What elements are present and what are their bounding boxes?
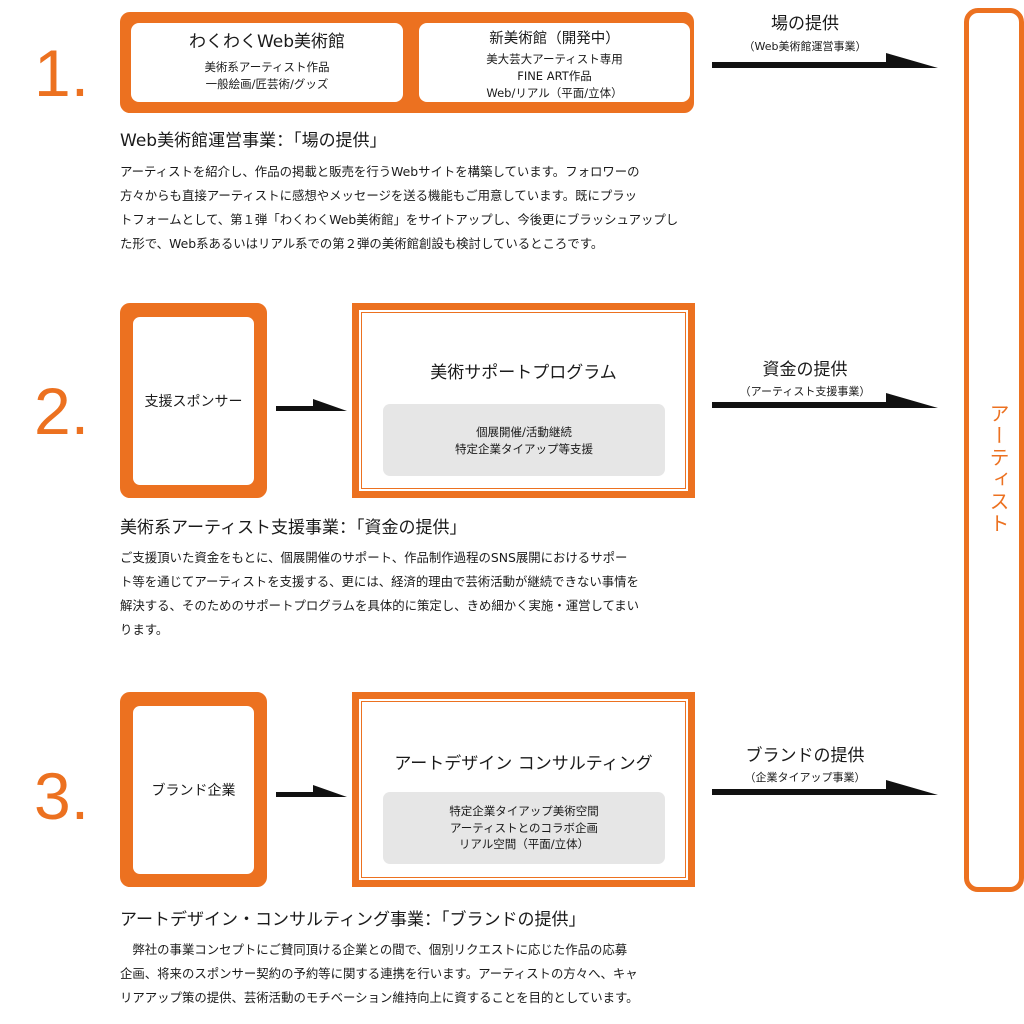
paragraph-line: アーティストを紹介し、作品の掲載と販売を行うWebサイトを構築しています。フォロ… (120, 164, 640, 179)
consulting-line: リアル空間（平面/立体） (458, 837, 590, 852)
paragraph-line: リアアップ策の提供、芸術活動のモチベーション維持向上に資することを目的としていま… (120, 990, 639, 1005)
art-design-consulting-panel: 特定企業タイアップ美術空間 アーティストとのコラボ企画 リアル空間（平面/立体） (383, 792, 665, 864)
paragraph-line: た形で、Web系あるいはリアル系での第２弾の美術館創設も検討しているところです。 (120, 236, 604, 251)
brand-label: ブランド企業 (151, 783, 236, 799)
museum-card-wakuwaku-line: 美術系アーティスト作品 (204, 60, 330, 75)
artist-column-label: アーティスト (986, 403, 1010, 535)
section2-paragraph: ご支援頂いた資金をもとに、個展開催のサポート、作品制作過程のSNS展開におけるサ… (120, 546, 639, 642)
paragraph-line: トフォームとして、第１弾「わくわくWeb美術館」をサイトアップし、今後更にブラッ… (120, 212, 679, 227)
section3-flow-subtitle: （企業タイアップ事業） (744, 771, 866, 784)
section2-input-arrow (276, 399, 347, 411)
section2-heading: 美術系アーティスト支援事業：「資金の提供」 (120, 518, 467, 538)
museum-card-wakuwaku-line: 一般絵画/匠芸術/グッズ (205, 77, 329, 92)
art-design-consulting-box: アートデザイン コンサルティング 特定企業タイアップ美術空間 アーティストとのコ… (352, 692, 695, 887)
support-program-line: 特定企業タイアップ等支援 (455, 441, 593, 456)
museum-card-new-line: 美大芸大アーティスト専用 (486, 52, 623, 67)
sponsor-card: 支援スポンサー (132, 316, 255, 486)
section1-heading: Web美術館運営事業：「場の提供」 (120, 131, 387, 151)
paragraph-line: ります。 (120, 622, 169, 637)
museum-card-new-line: FINE ART作品 (517, 69, 592, 84)
brand-box: ブランド企業 (120, 692, 267, 887)
section3-heading: アートデザイン・コンサルティング事業：「ブランドの提供」 (120, 910, 586, 930)
sponsor-label: 支援スポンサー (144, 394, 243, 410)
section1-number: 1. (34, 36, 90, 110)
sponsor-box: 支援スポンサー (120, 303, 267, 498)
museum-card-wakuwaku: わくわくWeb美術館 美術系アーティスト作品 一般絵画/匠芸術/グッズ (131, 23, 403, 102)
section2-flow-title: 資金の提供 (762, 360, 848, 380)
brand-card: ブランド企業 (132, 705, 255, 875)
section1-museum-group: わくわくWeb美術館 美術系アーティスト作品 一般絵画/匠芸術/グッズ 新美術館… (120, 12, 694, 113)
museum-card-new-line: Web/リアル（平面/立体） (486, 85, 623, 100)
art-design-consulting-title: アートデザイン コンサルティング (394, 754, 653, 774)
section1-flow-subtitle: （Web美術館運営事業） (743, 40, 867, 53)
section3-number: 3. (34, 759, 90, 833)
support-program-title: 美術サポートプログラム (430, 363, 617, 383)
section1-flow-arrow (712, 53, 938, 68)
section2-flow-subtitle: （アーティスト支援事業） (739, 385, 871, 398)
section3-flow-arrow (712, 780, 938, 795)
support-program-box: 美術サポートプログラム 個展開催/活動継続 特定企業タイアップ等支援 (352, 303, 695, 498)
section3-input-arrow (276, 785, 347, 797)
paragraph-line: ト等を通じてアーティストを支援する、更には、経済的理由で芸術活動が継続できない事… (120, 574, 639, 589)
section3-paragraph: 弊社の事業コンセプトにご賛同頂ける企業との間で、個別リクエストに応じた作品の応募… (120, 938, 639, 1010)
support-program-panel: 個展開催/活動継続 特定企業タイアップ等支援 (383, 404, 665, 476)
paragraph-line: 解決する、そのためのサポートプログラムを具体的に策定し、きめ細かく実施・運営して… (120, 598, 640, 613)
section1-paragraph: アーティストを紹介し、作品の掲載と販売を行うWebサイトを構築しています。フォロ… (120, 160, 678, 256)
paragraph-line: 方々からも直接アーティストに感想やメッセージを送る機能もご用意しています。既にプ… (120, 188, 638, 203)
section2-number: 2. (34, 374, 90, 448)
museum-card-new: 新美術館（開発中） 美大芸大アーティスト専用 FINE ART作品 Web/リア… (419, 23, 690, 102)
paragraph-line: 弊社の事業コンセプトにご賛同頂ける企業との間で、個別リクエストに応じた作品の応募 (120, 942, 628, 957)
consulting-line: 特定企業タイアップ美術空間 (449, 804, 599, 818)
museum-card-wakuwaku-title: わくわくWeb美術館 (188, 32, 346, 52)
paragraph-line: 企画、将来のスポンサー契約の予約等に関する連携を行います。アーティストの方々へ、… (120, 966, 638, 981)
museum-card-new-title: 新美術館（開発中） (489, 31, 620, 47)
consulting-line: アーティストとのコラボ企画 (449, 820, 598, 835)
section2-flow-arrow (712, 393, 938, 408)
support-program-line: 個展開催/活動継続 (476, 425, 572, 439)
artist-column-box: アーティスト (964, 8, 1024, 892)
paragraph-line: ご支援頂いた資金をもとに、個展開催のサポート、作品制作過程のSNS展開におけるサ… (120, 550, 628, 565)
section1-flow-title: 場の提供 (771, 14, 839, 34)
section3-flow-title: ブランドの提供 (745, 746, 865, 766)
